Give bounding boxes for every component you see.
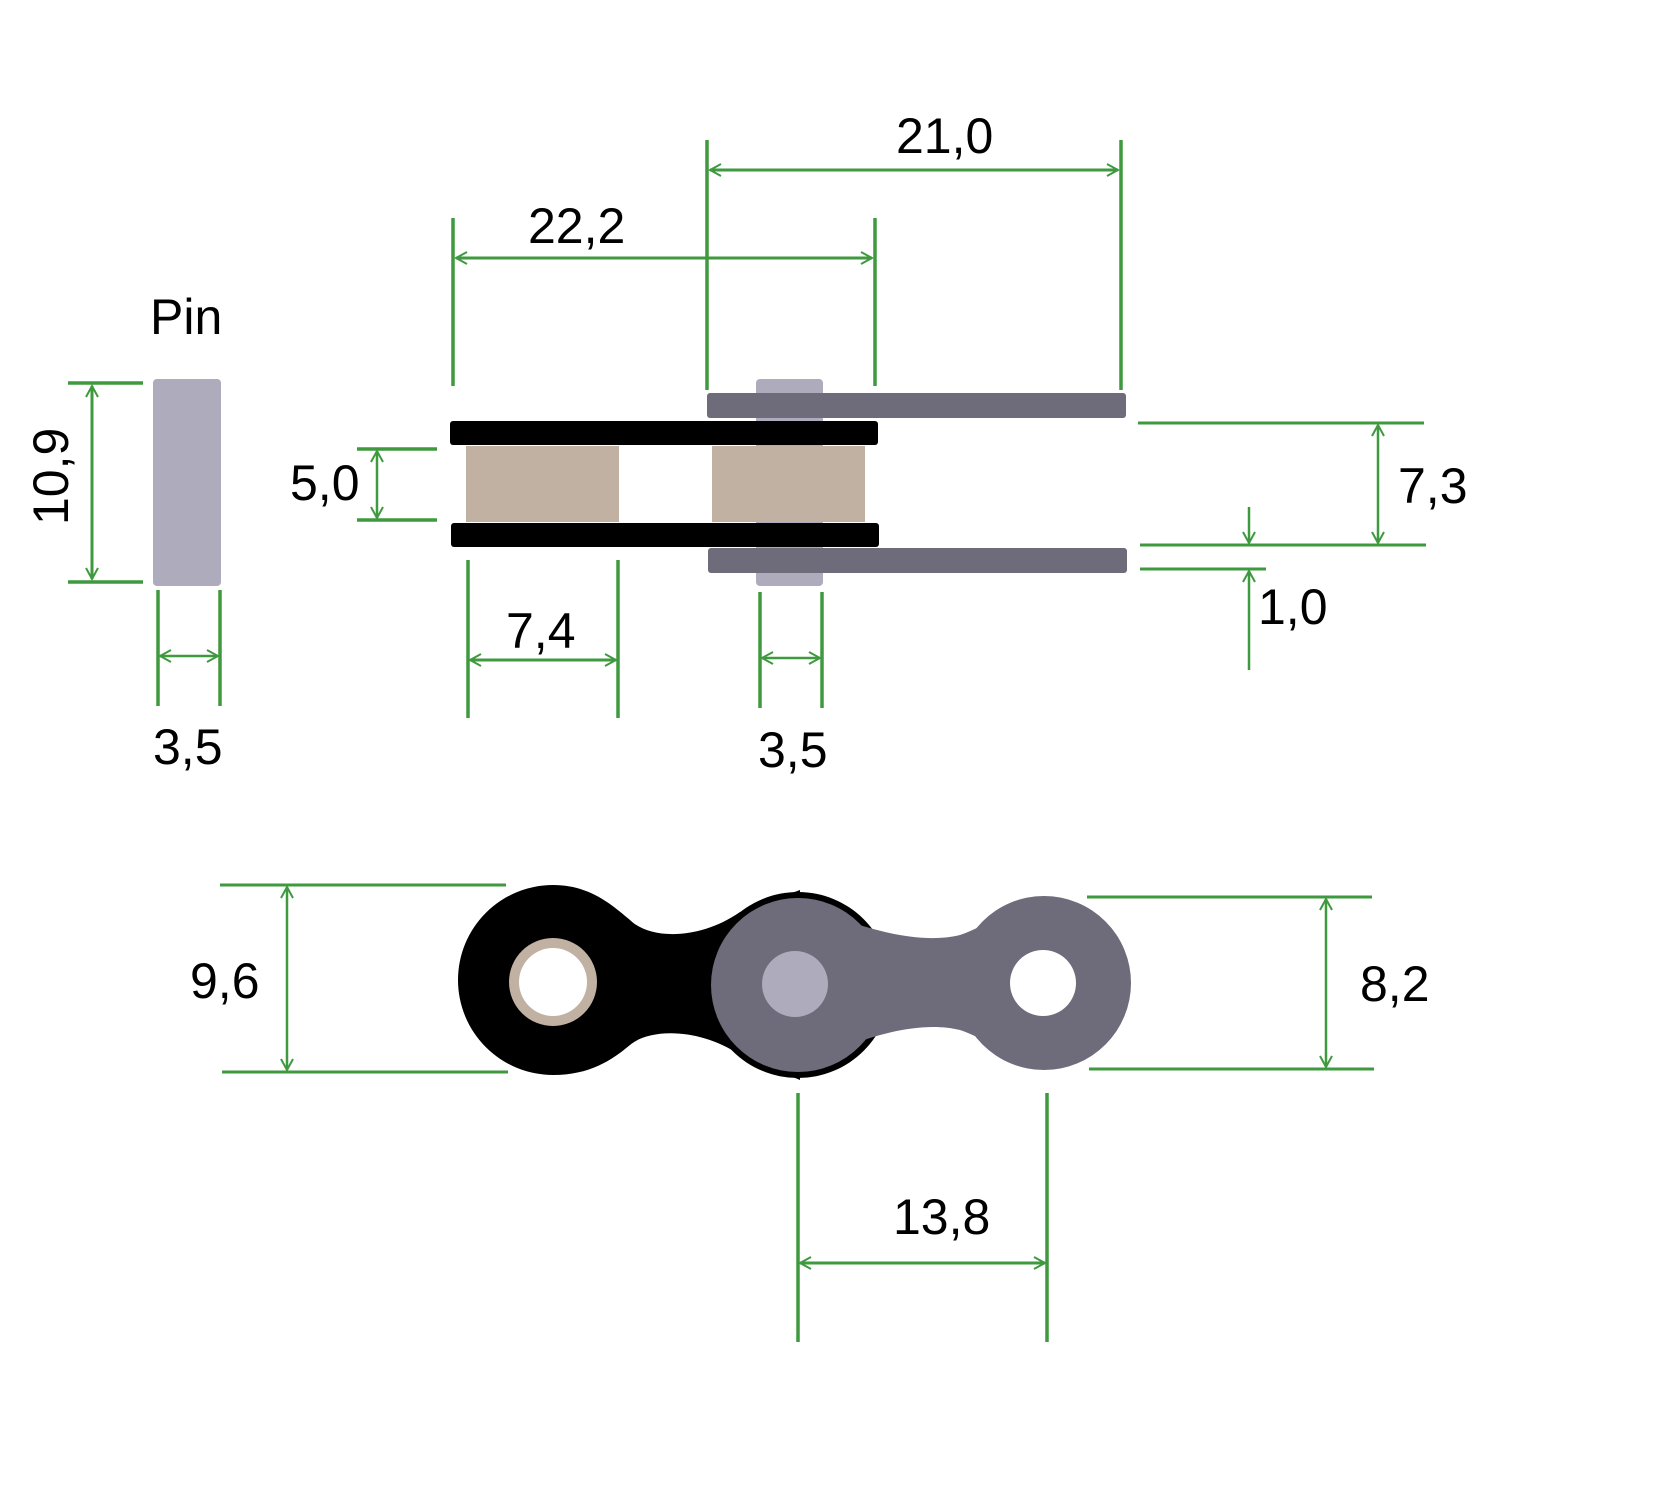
inner-plate-height-dimension: 9,6 [190, 883, 508, 1074]
roller-left [466, 446, 619, 522]
roller-diameter-label: 5,0 [290, 455, 360, 511]
assembly-pin-diameter-dimension: 3,5 [758, 592, 828, 778]
inner-plate-bottom [451, 523, 879, 547]
outer-span-label: 21,0 [896, 108, 993, 164]
roller-width-label: 7,4 [506, 603, 576, 659]
outer-plate-height-label: 8,2 [1360, 956, 1430, 1012]
pin-diameter-dimension: 3,5 [153, 590, 223, 775]
roller-diameter-dimension: 5,0 [290, 447, 437, 522]
pin-length-dimension: 10,9 [23, 381, 143, 584]
outer-inner-width-dimension: 7,3 [1138, 421, 1468, 547]
outer-span-dimension: 21,0 [705, 108, 1123, 390]
outer-inner-width-label: 7,3 [1398, 458, 1468, 514]
pitch-label: 13,8 [893, 1189, 990, 1245]
pin-end [762, 951, 828, 1017]
plate-thickness-dimension: 1,0 [1140, 507, 1328, 670]
inner-span-label: 22,2 [528, 198, 625, 254]
pin-length-label: 10,9 [23, 428, 79, 525]
plate-thickness-label: 1,0 [1258, 579, 1328, 635]
pitch-dimension: 13,8 [796, 1093, 1049, 1342]
pin-diameter-label: 3,5 [153, 719, 223, 775]
outer-plate-height-dimension: 8,2 [1087, 895, 1430, 1071]
outer-plate-top [707, 393, 1126, 418]
roller-hole [519, 948, 587, 1016]
outer-link-plate [711, 896, 1131, 1072]
pin-title: Pin [150, 289, 222, 345]
pin-shape [153, 379, 221, 586]
inner-span-dimension: 22,2 [451, 198, 877, 386]
outer-plate-bottom [708, 548, 1127, 573]
assembly-pin-diameter-label: 3,5 [758, 722, 828, 778]
inner-plate-height-label: 9,6 [190, 953, 260, 1009]
roller-width-dimension: 7,4 [466, 560, 620, 718]
pin-hole [1010, 950, 1076, 1016]
inner-plate-top [450, 421, 878, 445]
roller-right [712, 446, 865, 522]
